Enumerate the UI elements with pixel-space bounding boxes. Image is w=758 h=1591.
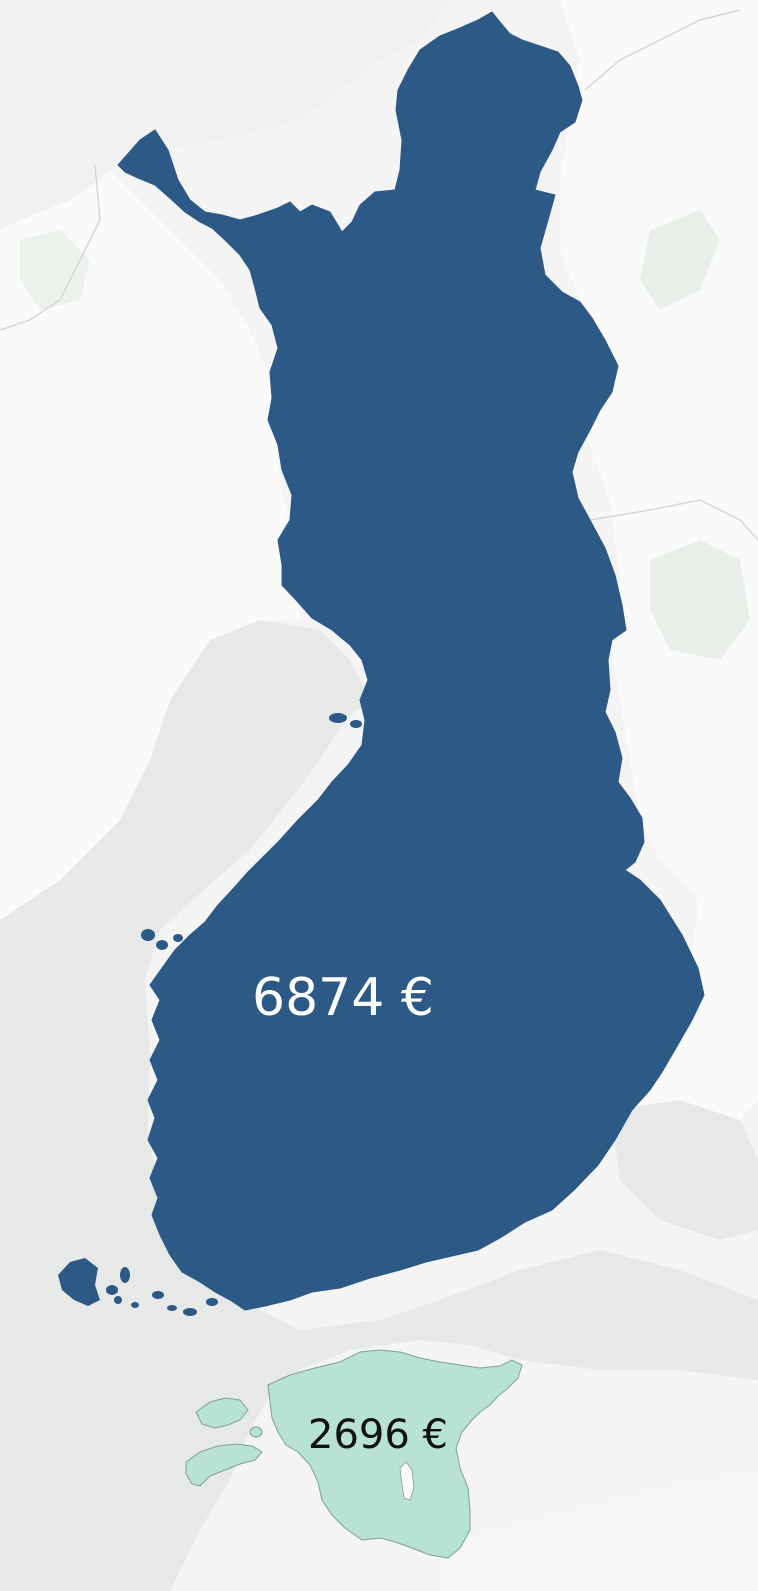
country-border-line: [589, 499, 758, 541]
estonia-lake: [399, 1461, 415, 1501]
estonia-value-label: 2696 €: [308, 1412, 448, 1458]
norway-land: [0, 0, 450, 230]
finland-islands: [58, 713, 362, 1316]
estonia-islands[interactable]: [185, 1397, 263, 1487]
lake-water: [610, 1100, 758, 1240]
country-border-line: [584, 9, 741, 91]
estonia-region[interactable]: [267, 1349, 523, 1559]
latvia-land: [440, 1470, 758, 1591]
forest-patch: [20, 230, 90, 310]
finland-value-label: 6874 €: [252, 968, 434, 1028]
finland-region[interactable]: [117, 11, 705, 1311]
country-border-line: [0, 164, 101, 331]
gulf-of-bothnia-water: [0, 620, 758, 1591]
forest-patch: [640, 210, 720, 310]
forest-patch: [650, 540, 750, 660]
sweden-land: [0, 0, 300, 920]
